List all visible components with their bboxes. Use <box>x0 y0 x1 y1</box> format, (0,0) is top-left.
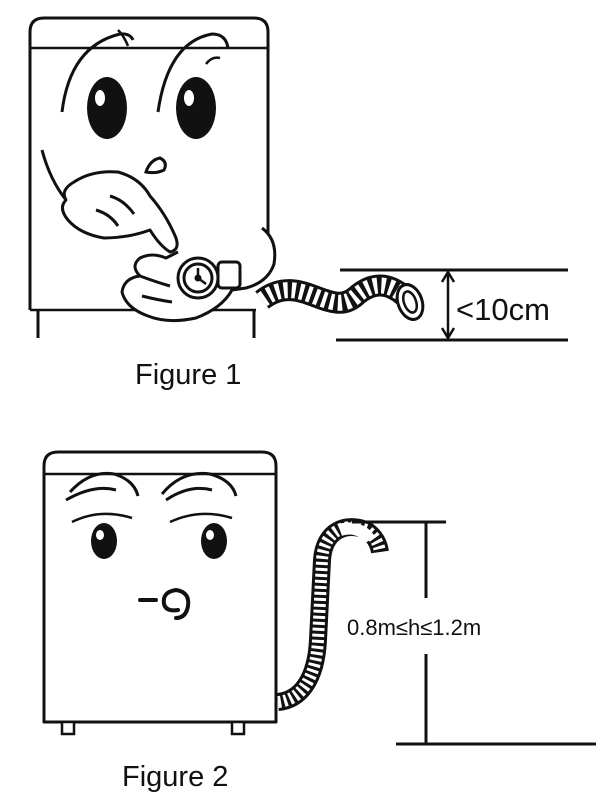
figure-2: 0.8m≤h≤1.2m Figure 2 <box>42 450 596 793</box>
height-indicator-1 <box>336 268 568 342</box>
washer-1-eyes <box>60 29 230 139</box>
height-label-1: <10cm <box>456 292 550 327</box>
height-label-2: 0.8m≤h≤1.2m <box>347 615 481 640</box>
drain-hose-high <box>276 518 389 711</box>
pointing-hand <box>40 149 179 254</box>
washer-1-mouth <box>144 156 167 175</box>
figure-1: <10cm Figure 1 <box>28 16 568 391</box>
washer-2-eyes <box>65 471 238 524</box>
drain-hose-low <box>255 274 425 321</box>
washer-2-mouth <box>138 587 191 620</box>
figure-1-caption: Figure 1 <box>135 359 241 391</box>
figure-2-caption: Figure 2 <box>122 761 228 793</box>
washer-2-pupils <box>91 523 227 559</box>
watch-icon <box>176 256 242 300</box>
washer-2 <box>42 450 278 724</box>
height-indicator-2 <box>352 520 596 746</box>
washer-2-feet <box>60 720 246 736</box>
